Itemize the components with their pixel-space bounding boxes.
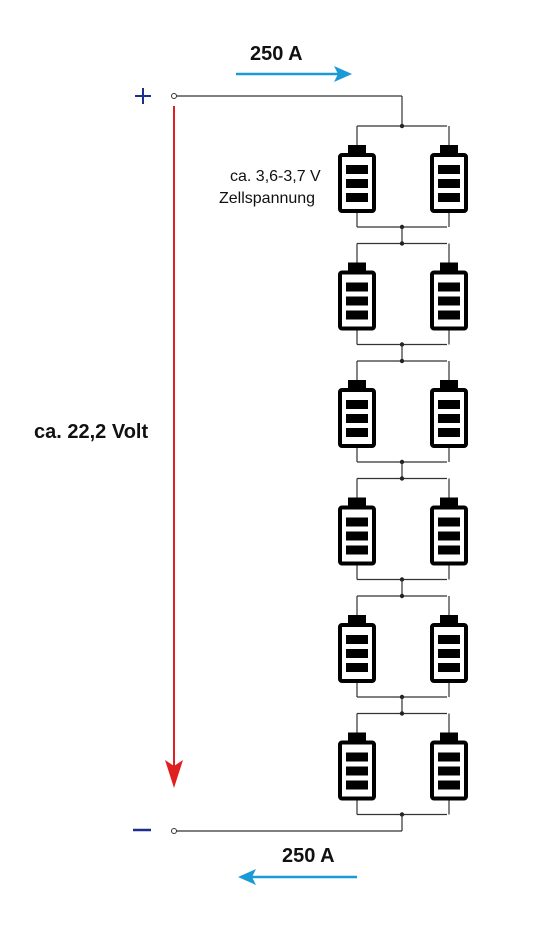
battery-terminal <box>440 497 458 507</box>
battery-bar <box>346 780 368 790</box>
junction-dot <box>399 476 405 481</box>
battery-bar <box>438 663 460 672</box>
cell-voltage-line1: ca. 3,6-3,7 V <box>230 168 321 185</box>
battery-terminal <box>348 262 366 272</box>
battery-bar <box>438 517 460 527</box>
battery-bar <box>346 400 368 409</box>
battery-bar <box>438 310 460 320</box>
battery-icon <box>430 596 468 697</box>
terminal-minus-node <box>171 828 177 834</box>
battery-icon <box>338 126 376 227</box>
battery-terminal <box>440 732 458 742</box>
battery-terminal <box>440 262 458 272</box>
battery-bar <box>438 296 460 306</box>
current-label-top: 250 A <box>250 43 303 65</box>
battery-bar <box>346 517 368 527</box>
battery-bar <box>438 165 460 174</box>
battery-bar <box>346 179 368 188</box>
battery-terminal <box>440 615 458 624</box>
plus-icon <box>135 88 151 104</box>
battery-icon <box>430 478 468 580</box>
current-label-bottom: 250 A <box>282 845 335 867</box>
battery-icon <box>430 713 468 815</box>
junction-dot <box>399 241 405 246</box>
battery-bar <box>438 766 460 776</box>
junction-dot <box>399 593 405 599</box>
voltage-arrow <box>165 106 183 788</box>
battery-bar <box>346 414 368 423</box>
battery-bar <box>346 282 368 292</box>
series-group-6 <box>338 711 468 831</box>
battery-bar <box>346 193 368 202</box>
battery-icon <box>338 478 376 580</box>
battery-bar <box>438 400 460 409</box>
series-group-1 <box>338 96 468 244</box>
current-arrow-top: 250 A <box>236 43 352 82</box>
battery-groups <box>338 96 468 831</box>
current-arrow-bottom: 250 A <box>238 845 357 885</box>
battery-bar <box>438 179 460 188</box>
battery-terminal <box>440 380 458 389</box>
battery-bar <box>346 165 368 174</box>
voltage-label: ca. 22,2 Volt <box>34 421 148 443</box>
battery-icon <box>338 243 376 345</box>
battery-bar <box>438 531 460 541</box>
battery-terminal <box>348 732 366 742</box>
junction-dot <box>399 358 405 364</box>
battery-bar <box>346 649 368 658</box>
battery-bar <box>346 310 368 320</box>
junction-dot <box>399 711 405 716</box>
cell-voltage-line2: Zellspannung <box>219 190 315 207</box>
battery-bar <box>346 428 368 437</box>
battery-bar <box>438 414 460 423</box>
battery-terminal <box>348 615 366 624</box>
battery-bar <box>346 663 368 672</box>
battery-bar <box>346 296 368 306</box>
battery-bar <box>438 752 460 762</box>
battery-icon <box>338 361 376 462</box>
battery-icon <box>430 243 468 345</box>
battery-bar <box>346 531 368 541</box>
battery-bar <box>438 649 460 658</box>
battery-bar <box>438 428 460 437</box>
battery-terminal <box>348 497 366 507</box>
battery-terminal <box>348 380 366 389</box>
series-group-2 <box>338 241 468 361</box>
series-group-3 <box>338 358 468 479</box>
battery-bar <box>438 193 460 202</box>
battery-bar <box>438 545 460 555</box>
battery-icon <box>430 126 468 227</box>
battery-icon <box>430 361 468 462</box>
battery-bar <box>438 635 460 644</box>
battery-bar <box>438 780 460 790</box>
series-group-5 <box>338 593 468 714</box>
battery-bar <box>346 635 368 644</box>
battery-bar <box>438 282 460 292</box>
battery-bar <box>346 752 368 762</box>
battery-bar <box>346 545 368 555</box>
battery-bar <box>346 766 368 776</box>
battery-terminal <box>440 145 458 154</box>
battery-icon <box>338 596 376 697</box>
battery-terminal <box>348 145 366 154</box>
series-group-4 <box>338 476 468 596</box>
battery-icon <box>338 713 376 815</box>
terminal-plus-node <box>171 93 177 99</box>
